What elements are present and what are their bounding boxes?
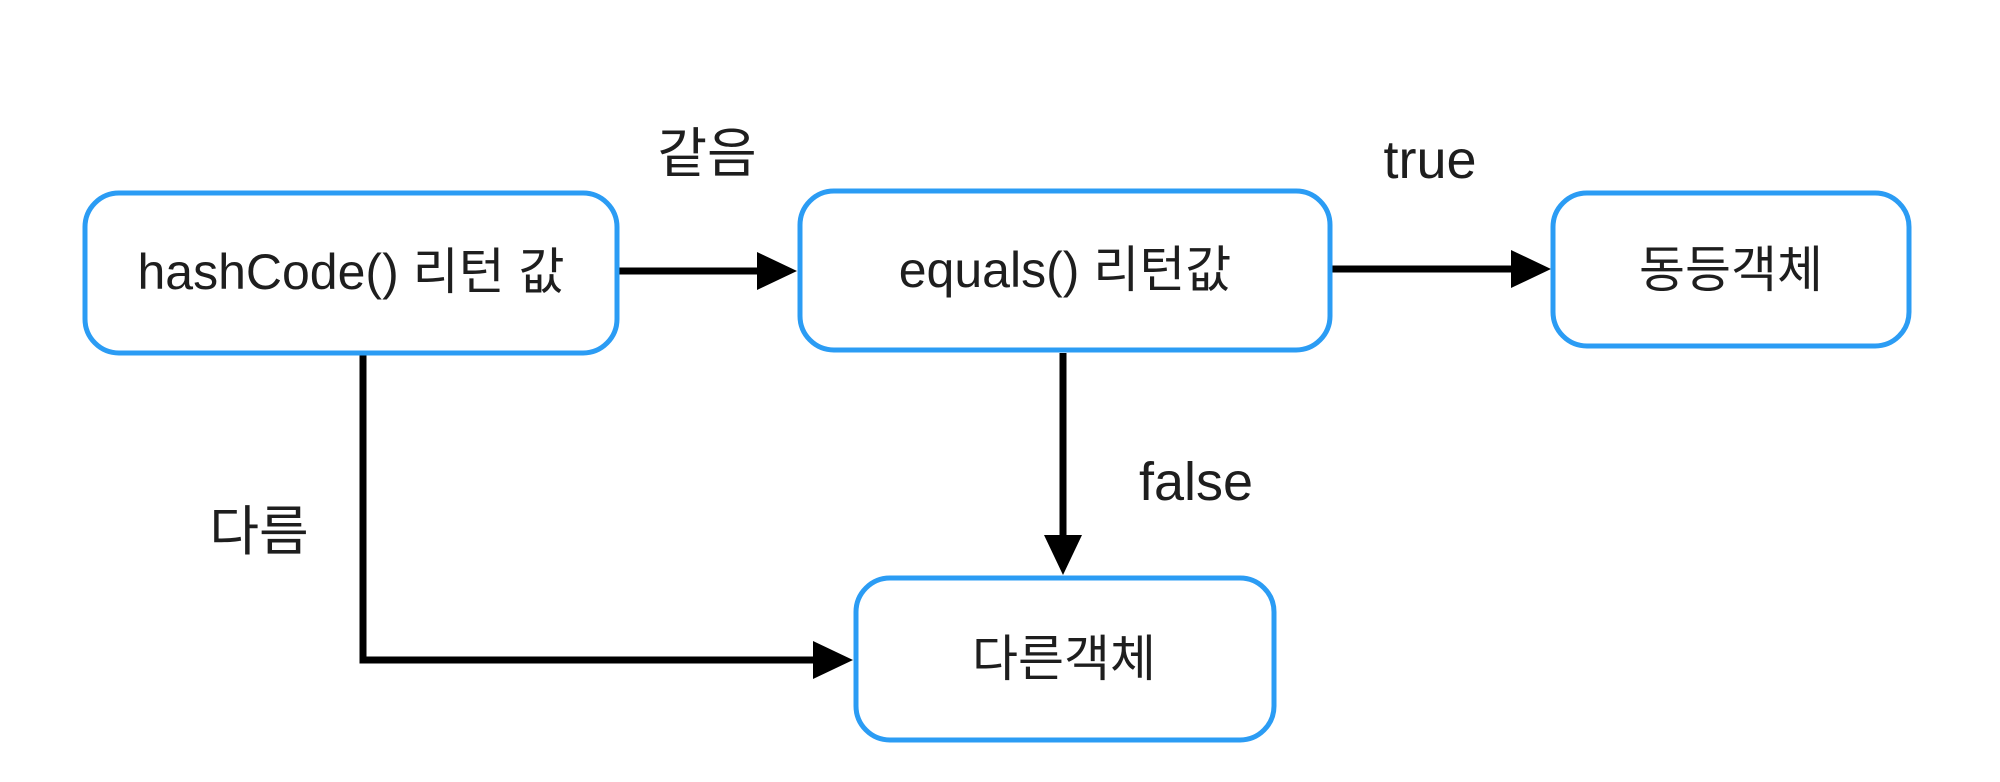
node-different-object: 다른객체 [853, 575, 1277, 743]
edge-equals-to-different-object-arrowhead-icon [1044, 535, 1082, 575]
node-equal-object-box [1550, 190, 1912, 349]
node-different-object-box [853, 575, 1277, 743]
edge-equals-to-equal-object: true [1332, 130, 1551, 288]
edge-label-equal: 같음 [657, 124, 756, 184]
edge-label-false: false [1139, 452, 1253, 512]
edge-equals-to-equal-object-arrowhead-icon [1511, 250, 1551, 288]
edge-hashcode-to-different-object-line [359, 355, 816, 664]
node-equals-return-box [797, 188, 1333, 353]
edge-label-different: 다름 [209, 502, 308, 562]
node-equal-object: 동등객체 [1550, 190, 1912, 349]
node-different-object-label: 다른객체 [972, 631, 1156, 687]
edge-hashcode-to-equals: 같음 [619, 124, 797, 290]
edge-hashcode-to-different-object-arrowhead-icon [813, 641, 853, 679]
node-hashcode-return-label: hashCode() 리턴 값 [137, 244, 564, 300]
edge-hashcode-to-different-object: 다름 [209, 355, 853, 679]
node-hashcode-return-box [82, 190, 620, 356]
node-equal-object-label: 동등객체 [1639, 242, 1823, 298]
node-hashcode-return: hashCode() 리턴 값 [82, 190, 620, 356]
edge-equals-to-different-object: false [1044, 353, 1253, 575]
edge-hashcode-to-equals-arrowhead-icon [757, 252, 797, 290]
edge-label-true: true [1383, 130, 1476, 190]
node-equals-return-label: equals() 리턴값 [899, 242, 1232, 298]
node-equals-return: equals() 리턴값 [797, 188, 1333, 353]
